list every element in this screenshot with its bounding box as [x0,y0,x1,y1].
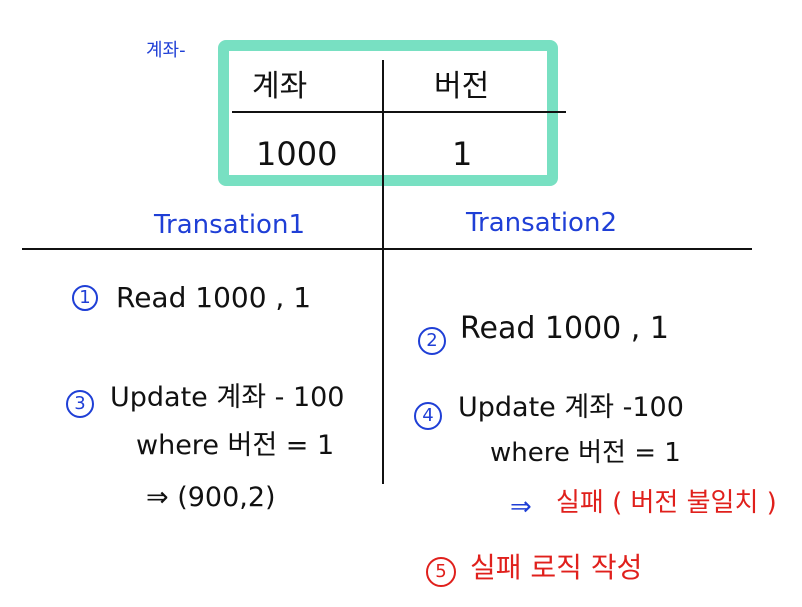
transaction1-title: Transation1 [154,210,305,240]
table-header-divider [232,111,566,113]
step4-result: 실패 ( 버전 불일치 ) [556,488,777,518]
step3-line2: where 버전 = 1 [136,430,335,461]
table-side-label: 계좌- [146,40,186,61]
step4-line2: where 버전 = 1 [490,438,681,468]
step4-arrow: ⇒ [510,492,532,522]
account-version-table [218,40,558,186]
table-cell-account: 1000 [256,135,338,173]
step3-line1: Update 계좌 - 100 [110,382,345,413]
step1-circle: 1 [72,285,98,311]
step3-result: ⇒ (900,2) [146,482,276,513]
vertical-divider [382,250,384,484]
step1-text: Read 1000 , 1 [116,281,312,314]
table-header-account: 계좌 [252,69,308,104]
step4-line1: Update 계좌 -100 [458,392,684,423]
transaction2-title: Transation2 [466,208,617,238]
step2-circle: 2 [418,327,446,355]
horizontal-divider [22,248,752,250]
step2-text: Read 1000 , 1 [460,311,669,346]
table-column-divider [382,60,384,250]
table-header-version: 버전 [434,69,490,104]
step3-circle: 3 [66,390,94,418]
step5-circle: 5 [426,557,456,587]
table-cell-version: 1 [452,135,473,173]
step5-text: 실패 로직 작성 [470,551,643,584]
step4-circle: 4 [414,402,442,430]
